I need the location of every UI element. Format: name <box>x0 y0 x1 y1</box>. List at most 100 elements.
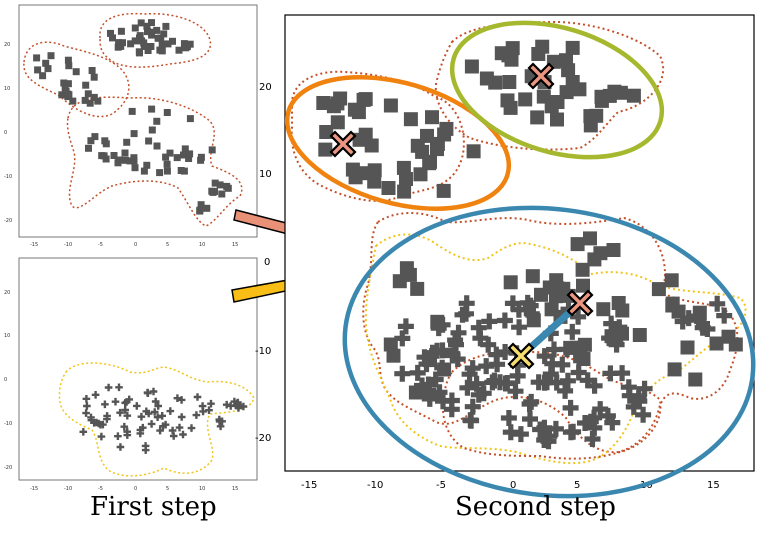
square-marker-icon <box>173 154 181 162</box>
square-marker-icon <box>88 67 96 74</box>
tick-label: 15 <box>232 486 238 492</box>
tick-label: -10 <box>367 480 383 491</box>
square-marker-icon <box>544 302 559 317</box>
square-marker-icon <box>356 92 371 107</box>
x-centroid-icon <box>329 130 357 158</box>
tick-label: 5 <box>166 242 169 248</box>
square-marker-icon <box>583 118 598 133</box>
square-marker-icon <box>90 73 98 81</box>
square-marker-icon <box>196 207 204 215</box>
square-marker-icon <box>530 110 545 125</box>
square-marker-icon <box>65 62 73 70</box>
square-marker-icon <box>128 107 136 115</box>
tick-label: 20 <box>259 82 272 93</box>
square-marker-icon <box>109 34 116 42</box>
square-marker-icon <box>81 96 89 104</box>
square-marker-icon <box>430 142 444 157</box>
tick-label: -20 <box>255 433 271 444</box>
square-marker-icon <box>101 137 109 145</box>
square-marker-icon <box>84 90 92 98</box>
square-marker-icon <box>550 112 564 127</box>
square-marker-icon <box>169 37 176 45</box>
square-marker-icon <box>667 362 682 377</box>
tick-label: 10 <box>259 169 272 180</box>
square-marker-icon <box>153 117 161 125</box>
cluster-outline-red <box>434 20 665 151</box>
square-marker-icon <box>525 269 540 284</box>
square-marker-icon <box>140 43 148 50</box>
square-marker-icon <box>502 75 517 89</box>
square-marker-icon <box>397 184 412 199</box>
square-marker-icon <box>576 352 591 366</box>
first-bottom-tick-labels: 20 10 0 -10 -20 -15 -10 -5 0 5 10 15 <box>4 290 238 492</box>
cluster-ellipse-blue <box>342 205 756 499</box>
square-marker-icon <box>531 47 546 61</box>
square-marker-icon <box>224 184 232 192</box>
tick-label: 10 <box>199 486 205 492</box>
square-marker-icon <box>351 105 366 120</box>
cluster-ellipse-orange <box>284 75 512 211</box>
tick-label: -5 <box>436 480 446 491</box>
square-marker-icon <box>364 138 379 153</box>
x-centroid-icon <box>507 342 535 370</box>
square-marker-icon <box>208 146 216 154</box>
square-marker-icon <box>177 167 185 174</box>
square-marker-icon <box>163 109 171 116</box>
square-marker-icon <box>143 22 151 30</box>
square-marker-icon <box>121 149 129 157</box>
caption-second-step: Second step <box>455 492 616 522</box>
tick-label: 10 <box>4 86 10 92</box>
square-marker-icon <box>348 170 363 185</box>
square-marker-icon <box>518 92 533 107</box>
tick-label: -15 <box>30 486 38 492</box>
square-marker-icon <box>386 348 401 363</box>
square-marker-icon <box>651 282 666 297</box>
cluster-outline-red <box>66 96 243 227</box>
square-marker-icon <box>163 160 171 168</box>
square-marker-icon <box>123 138 131 146</box>
cluster-outline-red <box>99 12 211 68</box>
square-marker-icon <box>163 167 171 175</box>
tick-label: 10 <box>199 242 205 248</box>
square-marker-icon <box>593 246 608 261</box>
square-marker-icon <box>330 115 345 130</box>
square-marker-icon <box>90 93 98 101</box>
square-marker-icon <box>632 328 647 342</box>
square-marker-icon <box>131 164 139 172</box>
first-step-top-panel: 20 10 0 -10 -20 -15 -10 -5 0 5 10 15 <box>4 4 258 248</box>
cluster-outline-yellow <box>58 362 255 477</box>
square-marker-icon <box>709 336 724 351</box>
square-marker-icon <box>721 329 736 344</box>
square-marker-icon <box>110 152 118 159</box>
tick-label: 0 <box>134 242 137 248</box>
square-marker-icon <box>175 46 183 54</box>
x-centroid-icon <box>527 62 555 90</box>
square-marker-icon <box>570 237 585 252</box>
square-marker-icon <box>121 156 129 164</box>
second-step-panel: 20 10 0 -10 -20 -15 -10 -5 0 5 10 15 <box>255 14 756 499</box>
square-marker-icon <box>186 115 194 123</box>
square-marker-icon <box>565 75 580 89</box>
square-marker-icon <box>211 179 219 187</box>
square-marker-icon <box>136 49 143 57</box>
square-marker-icon <box>437 127 452 142</box>
square-marker-icon <box>156 169 164 177</box>
tick-label: 20 <box>4 290 10 296</box>
square-marker-icon <box>102 155 110 163</box>
square-marker-icon <box>466 144 481 159</box>
square-marker-icon <box>117 27 125 35</box>
square-marker-icon <box>606 243 621 257</box>
square-marker-icon <box>44 65 52 73</box>
square-marker-icon <box>583 231 597 246</box>
square-marker-icon <box>330 96 345 111</box>
square-marker-icon <box>60 79 68 87</box>
square-marker-icon <box>186 150 194 158</box>
square-marker-icon <box>158 47 166 55</box>
tick-label: -10 <box>4 421 12 427</box>
tick-label: 15 <box>707 480 720 491</box>
square-marker-icon <box>34 66 42 74</box>
square-marker-icon <box>82 81 90 89</box>
cluster-outline-yellow <box>364 233 747 465</box>
